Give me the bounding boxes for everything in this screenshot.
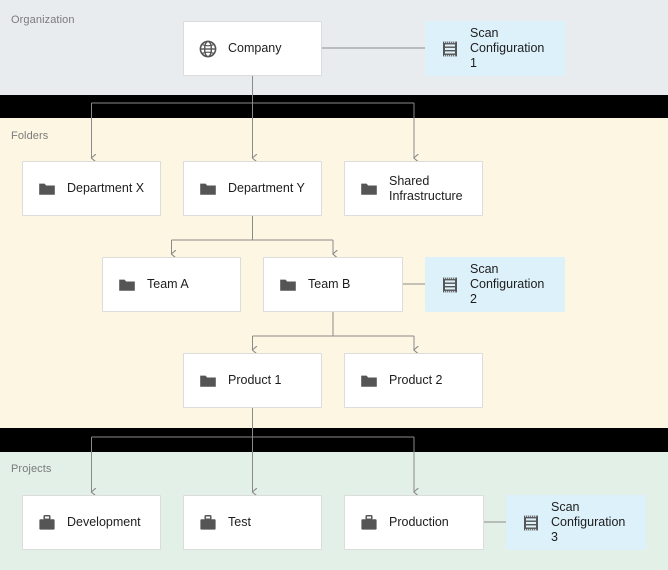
globe-icon bbox=[199, 40, 217, 57]
node-development[interactable]: Development bbox=[22, 495, 161, 550]
node-test[interactable]: Test bbox=[183, 495, 322, 550]
scan-config-icon bbox=[524, 515, 538, 530]
node-scan-configuration-1[interactable]: Scan Configuration 1 bbox=[425, 21, 565, 76]
node-department-y[interactable]: Department Y bbox=[183, 161, 322, 216]
node-department-x[interactable]: Department X bbox=[22, 161, 161, 216]
folder-icon bbox=[200, 375, 216, 387]
node-shared-infrastructure[interactable]: Shared Infrastructure bbox=[344, 161, 483, 216]
node-scan-configuration-2[interactable]: Scan Configuration 2 bbox=[425, 257, 565, 312]
node-product-1[interactable]: Product 1 bbox=[183, 353, 322, 408]
briefcase-icon bbox=[200, 514, 216, 530]
folder-icon bbox=[361, 183, 377, 195]
section-label-organization: Organization bbox=[11, 14, 75, 26]
section-label-folders: Folders bbox=[11, 130, 49, 142]
node-label: Scan Configuration 2 bbox=[470, 262, 545, 306]
scan-config-icon bbox=[443, 41, 457, 56]
node-scan-configuration-3[interactable]: Scan Configuration 3 bbox=[506, 495, 646, 550]
folder-icon bbox=[39, 183, 55, 195]
section-label-projects: Projects bbox=[11, 463, 52, 475]
node-production[interactable]: Production bbox=[344, 495, 484, 550]
node-team-a[interactable]: Team A bbox=[102, 257, 241, 312]
node-label: Production bbox=[389, 515, 449, 529]
node-label: Team A bbox=[147, 277, 189, 291]
node-label: Company bbox=[228, 41, 282, 55]
node-product-2[interactable]: Product 2 bbox=[344, 353, 483, 408]
node-team-b[interactable]: Team B bbox=[263, 257, 403, 312]
folder-icon bbox=[200, 183, 216, 195]
folder-icon bbox=[361, 375, 377, 387]
scan-config-icon bbox=[443, 277, 457, 292]
briefcase-icon bbox=[361, 514, 377, 530]
node-label: Team B bbox=[308, 277, 351, 291]
node-company[interactable]: Company bbox=[183, 21, 322, 76]
node-label: Shared Infrastructure bbox=[389, 173, 463, 203]
node-label: Department X bbox=[67, 181, 145, 195]
folder-icon bbox=[119, 279, 135, 291]
node-label: Scan Configuration 3 bbox=[551, 500, 626, 544]
node-label: Product 2 bbox=[389, 373, 443, 387]
briefcase-icon bbox=[39, 514, 55, 530]
folder-icon bbox=[280, 279, 296, 291]
node-label: Product 1 bbox=[228, 373, 282, 387]
node-label: Test bbox=[228, 515, 251, 529]
section-band-organization bbox=[0, 0, 668, 95]
node-label: Department Y bbox=[228, 181, 305, 195]
node-label: Scan Configuration 1 bbox=[470, 26, 545, 70]
node-label: Development bbox=[67, 515, 141, 529]
